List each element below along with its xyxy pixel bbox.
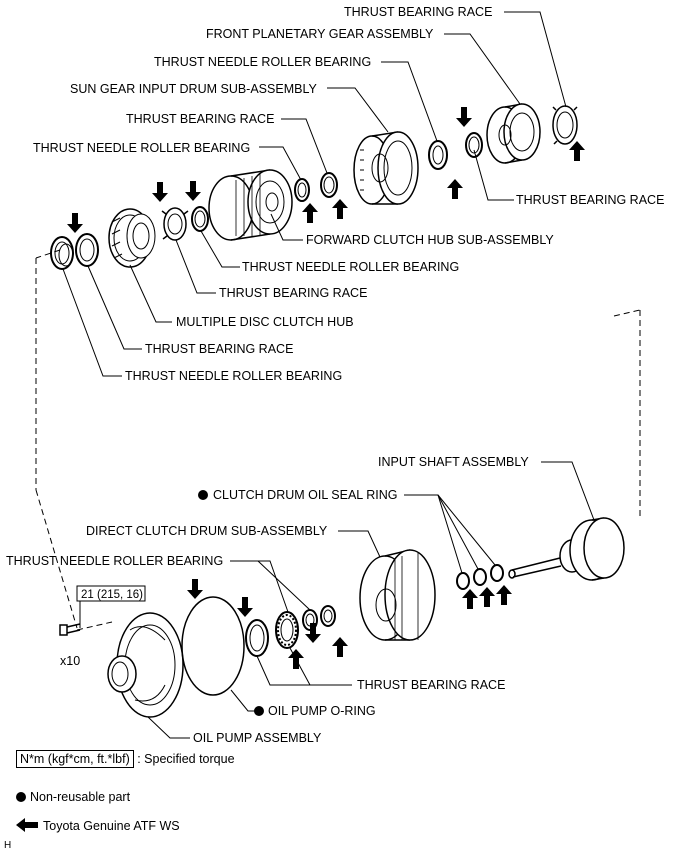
label-thrust-bearing-race-4: THRUST BEARING RACE: [219, 286, 367, 300]
part-labels: THRUST BEARING RACE FRONT PLANETARY GEAR…: [6, 5, 664, 745]
sun-gear-input-drum-part: [353, 131, 419, 205]
legend-non-reusable-text: Non-reusable part: [30, 790, 131, 804]
label-sun-gear-input-drum: SUN GEAR INPUT DRUM SUB-ASSEMBLY: [70, 82, 317, 96]
torque-box: [76, 585, 146, 602]
thrust-needle-roller-bearing-part-2: [294, 178, 310, 202]
legend-torque: N*m (kgf*cm, ft.*lbf) : Specified torque: [16, 750, 235, 768]
input-shaft-assembly-part: [508, 517, 625, 581]
label-thrust-bearing-race-5: THRUST BEARING RACE: [145, 342, 293, 356]
front-planetary-gear-assembly-part: [486, 103, 541, 164]
label-thrust-bearing-race-3: THRUST BEARING RACE: [516, 193, 664, 207]
thrust-needle-roller-bearing-part-3: [191, 206, 209, 232]
multiple-disc-clutch-hub-part: [108, 208, 156, 268]
oil-pump-assembly-part: [107, 612, 184, 718]
label-bolt-count: x10: [60, 654, 80, 668]
label-thrust-bearing-race-1: THRUST BEARING RACE: [344, 5, 492, 19]
label-forward-clutch-hub: FORWARD CLUTCH HUB SUB-ASSEMBLY: [306, 233, 554, 247]
assembly-axis-lines: [35, 249, 641, 631]
label-thrust-needle-roller-bearing-2: THRUST NEEDLE ROLLER BEARING: [33, 141, 250, 155]
thrust-needle-roller-bearing-part-1: [428, 140, 448, 170]
atf-arrow-icon: [16, 818, 38, 832]
non-reusable-dot-icon: [16, 792, 26, 802]
legend-torque-unit: N*m (kgf*cm, ft.*lbf): [16, 750, 134, 768]
thrust-bearing-race-part-2: [465, 132, 483, 158]
thrust-bearing-small-rings-part: [302, 605, 336, 631]
figure-code: H: [4, 840, 12, 851]
label-front-planetary-gear-assembly: FRONT PLANETARY GEAR ASSEMBLY: [206, 27, 434, 41]
thrust-bearing-race-part-4: [161, 207, 189, 241]
label-thrust-bearing-race-6: THRUST BEARING RACE: [357, 678, 505, 692]
thrust-bearing-race-part-6: [245, 619, 269, 657]
label-thrust-needle-roller-bearing-3: THRUST NEEDLE ROLLER BEARING: [242, 260, 459, 274]
thrust-bearing-race-part-1: [552, 105, 578, 145]
label-direct-clutch-drum: DIRECT CLUTCH DRUM SUB-ASSEMBLY: [86, 524, 328, 538]
label-oil-pump-assembly: OIL PUMP ASSEMBLY: [193, 731, 322, 745]
legend-torque-text: : Specified torque: [137, 752, 235, 766]
label-thrust-needle-roller-bearing-5: THRUST NEEDLE ROLLER BEARING: [6, 554, 223, 568]
legend-non-reusable: Non-reusable part: [16, 789, 130, 805]
direct-clutch-drum-part: [359, 549, 436, 641]
thrust-bearing-race-part-5: [75, 233, 99, 267]
oil-pump-o-ring-part: [181, 596, 245, 696]
legend-atf-text: Toyota Genuine ATF WS: [43, 819, 180, 833]
thrust-bearing-race-part-3: [320, 172, 338, 198]
non-reusable-dot-seal-ring: [198, 490, 208, 500]
forward-clutch-hub-part: [208, 169, 293, 241]
label-thrust-needle-roller-bearing-1: THRUST NEEDLE ROLLER BEARING: [154, 55, 371, 69]
label-multiple-disc-clutch-hub: MULTIPLE DISC CLUTCH HUB: [176, 315, 354, 329]
label-oil-pump-o-ring: OIL PUMP O-RING: [268, 704, 376, 718]
label-thrust-bearing-race-2: THRUST BEARING RACE: [126, 112, 274, 126]
label-thrust-needle-roller-bearing-4: THRUST NEEDLE ROLLER BEARING: [125, 369, 342, 383]
non-reusable-dot-o-ring: [254, 706, 264, 716]
label-clutch-drum-oil-seal-ring: CLUTCH DRUM OIL SEAL RING: [213, 488, 398, 502]
label-input-shaft-assembly: INPUT SHAFT ASSEMBLY: [378, 455, 529, 469]
clutch-drum-oil-seal-rings-part: [456, 564, 504, 590]
legend-atf: Toyota Genuine ATF WS: [16, 818, 180, 834]
label-torque-value: 21 (215, 16): [81, 589, 143, 601]
bolt-part: [59, 623, 81, 636]
thrust-needle-roller-bearing-part-4: [50, 236, 74, 270]
thrust-needle-roller-bearing-part-5: [275, 611, 299, 649]
